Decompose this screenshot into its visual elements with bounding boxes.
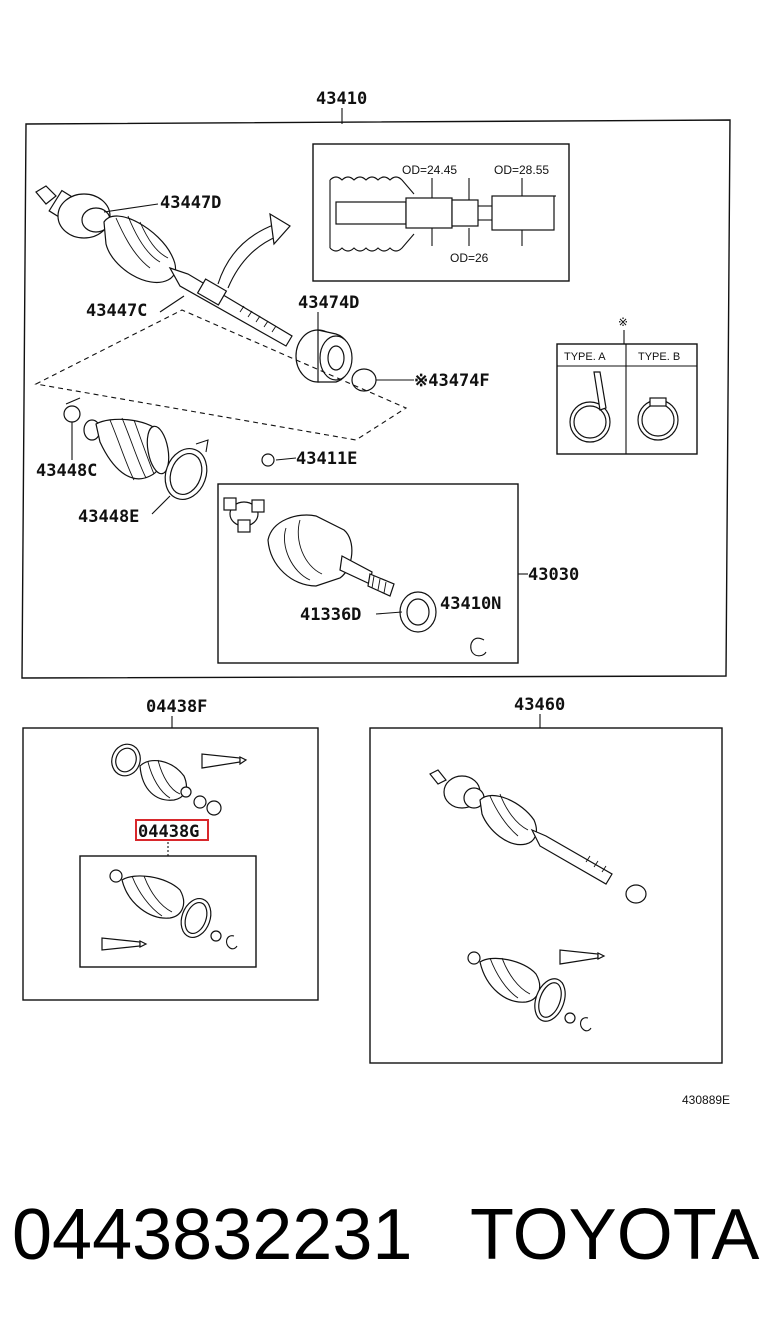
spare-boot-kit [467, 949, 606, 1032]
snap-ring-bottom [470, 637, 487, 657]
label-od-26: OD=26 [450, 251, 489, 265]
part-number: 0443832231 [12, 1195, 413, 1275]
dust-seal [399, 591, 437, 633]
dynamic-damper [295, 329, 353, 383]
spare-drive-shaft [429, 769, 647, 904]
label-snap-ring-bottom[interactable]: 43410N [440, 594, 501, 614]
clamp-type-a-icon [569, 371, 611, 443]
clamp-type-box [556, 343, 698, 455]
boot-kit-inner-parts [101, 869, 238, 951]
boot-kit-frame [22, 727, 319, 1001]
label-spare-assembly[interactable]: 43460 [514, 695, 565, 715]
label-boot-kit[interactable]: 04438F [146, 697, 207, 717]
brand-name: TOYOTA [470, 1195, 760, 1275]
boot-kit-parts [111, 743, 248, 816]
arrow-icon [217, 223, 277, 285]
label-damper[interactable]: 43474D [298, 293, 359, 313]
tripod-spider [223, 497, 265, 533]
boot-kit-inner-highlight [135, 819, 209, 841]
inboard-housing [267, 514, 395, 597]
label-dust-seal[interactable]: 41336D [300, 605, 361, 625]
label-outer-joint[interactable]: 43447D [160, 193, 221, 213]
label-main-assembly[interactable]: 43410 [316, 89, 367, 109]
label-clamp-type-a: TYPE. A [564, 351, 606, 363]
label-shaft[interactable]: 43447C [86, 301, 147, 321]
label-boot-clamp[interactable]: 43448C [36, 461, 97, 481]
kit-dashed-outline [34, 309, 408, 441]
boot-clamp [63, 397, 81, 423]
outer-cv-joint [35, 185, 177, 283]
label-inboard-joint[interactable]: 43030 [528, 565, 579, 585]
boot-cross-section [329, 176, 558, 252]
label-damper-ring[interactable]: ※43474F [414, 371, 490, 391]
label-od-24-45: OD=24.45 [402, 163, 457, 177]
spare-assembly-frame [369, 727, 723, 1064]
od-insert-frame [312, 143, 570, 282]
main-assembly-frame [21, 119, 731, 679]
boot-band [164, 439, 209, 500]
label-boot-kit-inner[interactable]: 04438G [138, 822, 199, 842]
drawing-code: 430889E [682, 1093, 730, 1107]
od-dimension-lines [431, 178, 523, 246]
label-clamp-types-mark: ※ [618, 315, 628, 329]
parts-diagram: 43410 OD=24.45 OD=28.55 OD=26 [21, 89, 731, 1107]
inner-boot [83, 417, 170, 481]
label-clamp-type-b: TYPE. B [638, 351, 680, 363]
label-od-28-55: OD=28.55 [494, 163, 549, 177]
label-boot-band[interactable]: 43448E [78, 507, 139, 527]
damper-ring [351, 368, 377, 392]
clamp-type-b-icon [637, 397, 679, 441]
snap-ring-top [261, 453, 275, 467]
drive-shaft [168, 266, 293, 347]
boot-kit-inner-frame [79, 855, 257, 968]
label-snap-ring-top[interactable]: 43411E [296, 449, 357, 469]
